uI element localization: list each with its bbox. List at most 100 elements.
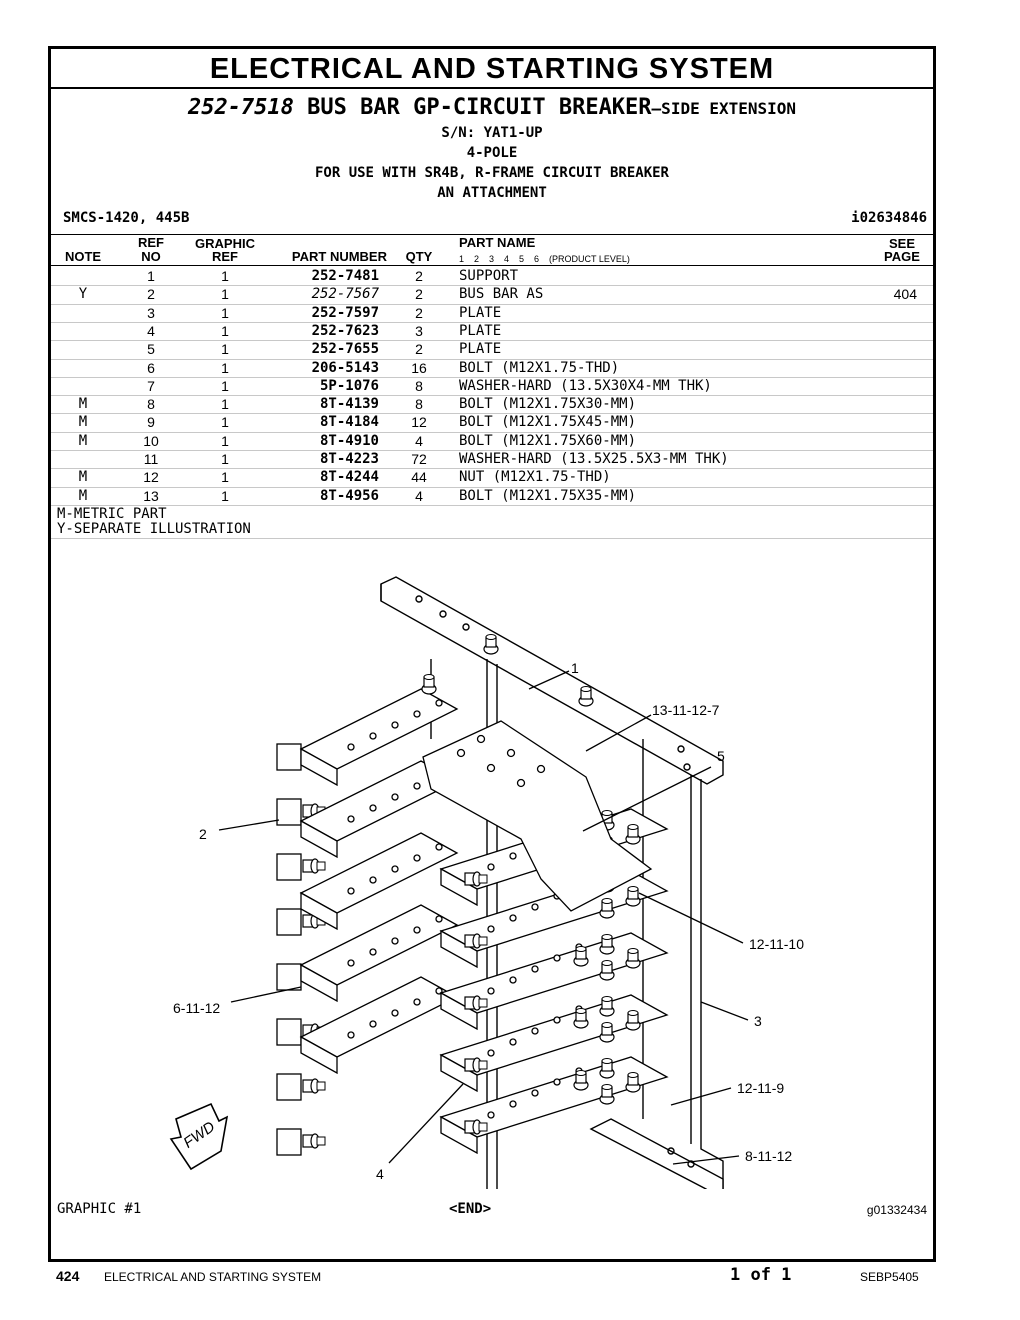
cell-part-number: 252-7567: [311, 286, 379, 303]
col-part-name: PART NAME: [459, 235, 536, 250]
row-divider: [51, 486, 933, 488]
smcs-code: SMCS-1420, 445B: [63, 210, 190, 226]
cell-part-name: BUS BAR AS: [459, 286, 544, 303]
page-count: 1 of 1: [730, 1265, 792, 1285]
col-ref-top: REF: [138, 235, 164, 250]
nut: [573, 945, 589, 967]
row-divider: [51, 303, 933, 305]
cell-qty: 2: [415, 304, 423, 321]
graphic-id: g01332434: [866, 1203, 927, 1217]
cell-qty: 44: [411, 469, 427, 486]
left-plate: [299, 832, 459, 931]
fwd-arrow: [169, 1102, 229, 1171]
cell-ref-no: 2: [147, 286, 155, 303]
poles: 4-POLE: [466, 145, 518, 161]
cell-ref-no: 7: [147, 377, 155, 394]
terminal-tab: [276, 1073, 302, 1101]
cell-qty: 8: [415, 377, 423, 394]
end-marker: <END>: [449, 1201, 492, 1217]
row-divider: [51, 395, 933, 397]
nut: [599, 1021, 615, 1043]
group-part-number: 252-7518: [187, 95, 294, 120]
terminal-tab: [276, 743, 302, 771]
use-with: FOR USE WITH SR4B, R-FRAME CIRCUIT BREAK…: [314, 165, 669, 181]
row-divider: [51, 450, 933, 451]
graphic-label: GRAPHIC #1: [57, 1201, 142, 1217]
callout-12-11-10: 12-11-10: [749, 936, 804, 952]
cell-ref-no: 12: [143, 469, 159, 486]
cell-part-name: SUPPORT: [459, 268, 519, 284]
cell-qty: 3: [415, 322, 423, 339]
callout-2: 2: [199, 826, 207, 842]
cell-part-number: 252-7623: [311, 322, 379, 339]
bolt: [483, 633, 499, 655]
page-number: 424: [56, 1268, 80, 1284]
left-plate: [299, 904, 459, 1003]
cell-graphic-ref: 1: [221, 451, 229, 467]
cell-qty: 12: [411, 414, 427, 431]
callout-5: 5: [717, 748, 725, 764]
row-divider: [51, 431, 933, 433]
col-product-levels: 1 2 3 4 5 6 (PRODUCT LEVEL): [459, 254, 630, 264]
cell-qty: 4: [415, 432, 423, 449]
cell-part-name: BOLT (M12X1.75X30-MM): [459, 396, 637, 413]
cell-qty: 2: [415, 268, 423, 284]
page-frame: ELECTRICAL AND STARTING SYSTEM 252-7518 …: [48, 46, 936, 1262]
cell-part-number: 8T-4244: [319, 469, 379, 486]
bolt: [302, 1078, 326, 1094]
nut: [625, 823, 641, 845]
row-divider: [51, 376, 933, 378]
cell-part-name: WASHER-HARD (13.5X30X4-MM THK): [459, 377, 712, 394]
cell-part-number: 206-5143: [311, 359, 379, 376]
nut: [599, 1083, 615, 1105]
cell-part-number: 8T-4184: [319, 414, 379, 431]
attachment: AN ATTACHMENT: [437, 185, 547, 201]
cell-graphic-ref: 1: [221, 304, 229, 321]
cell-ref-no: 9: [147, 414, 155, 431]
cell-part-name: BOLT (M12X1.75X60-MM): [459, 432, 637, 449]
nut: [573, 1069, 589, 1091]
nut: [599, 995, 615, 1017]
callout-3: 3: [754, 1013, 762, 1029]
cell-qty: 2: [415, 341, 423, 358]
cell-qty: 4: [415, 487, 423, 504]
cell-graphic-ref: 1: [221, 377, 229, 394]
cell-part-name: PLATE: [459, 322, 502, 339]
document-number: SEBP5405: [860, 1270, 919, 1284]
header-divider: [51, 234, 933, 235]
callout-8-11-12: 8-11-12: [745, 1148, 792, 1164]
serial-number: S/N: YAT1-UP: [441, 125, 543, 141]
cell-part-number: 5P-1076: [319, 377, 379, 394]
cell-part-number: 8T-4956: [319, 487, 379, 504]
row-divider: [51, 413, 933, 415]
col-see-bottom: PAGE: [884, 249, 920, 264]
cell-note: M: [78, 414, 88, 431]
cell-graphic-ref: 1: [221, 487, 229, 504]
cell-part-name: PLATE: [459, 341, 502, 358]
col-graphic-bottom: REF: [212, 249, 238, 264]
nut: [599, 933, 615, 955]
cell-see-page: 404: [893, 286, 917, 303]
cell-part-name: BOLT (M12X1.75-THD): [459, 359, 620, 376]
cell-part-name: BOLT (M12X1.75X35-MM): [459, 487, 637, 504]
terminal-tab: [276, 963, 302, 991]
nut: [573, 1007, 589, 1029]
cell-part-number: 252-7481: [311, 268, 379, 284]
nut: [625, 885, 641, 907]
row-divider: [51, 504, 933, 506]
cell-note: M: [78, 469, 88, 486]
col-see-top: SEE: [888, 236, 915, 251]
bolt: [302, 858, 326, 874]
bus-bar-illustration: FWD 1 13-11-12-7 5 2 12-11-10 6-11-12 3 …: [169, 576, 804, 1189]
cell-ref-no: 5: [147, 341, 155, 358]
callout-6-11-12: 6-11-12: [173, 1000, 220, 1016]
cell-part-name: WASHER-HARD (13.5X25.5X3-MM THK): [459, 451, 729, 467]
table-header-divider: [51, 265, 933, 266]
row-divider: [51, 340, 933, 342]
cell-ref-no: 4: [147, 322, 155, 339]
nut: [599, 1057, 615, 1079]
col-qty: QTY: [405, 249, 433, 264]
cell-ref-no: 10: [143, 432, 159, 449]
row-divider: [51, 358, 933, 360]
bolt: [302, 1133, 326, 1149]
